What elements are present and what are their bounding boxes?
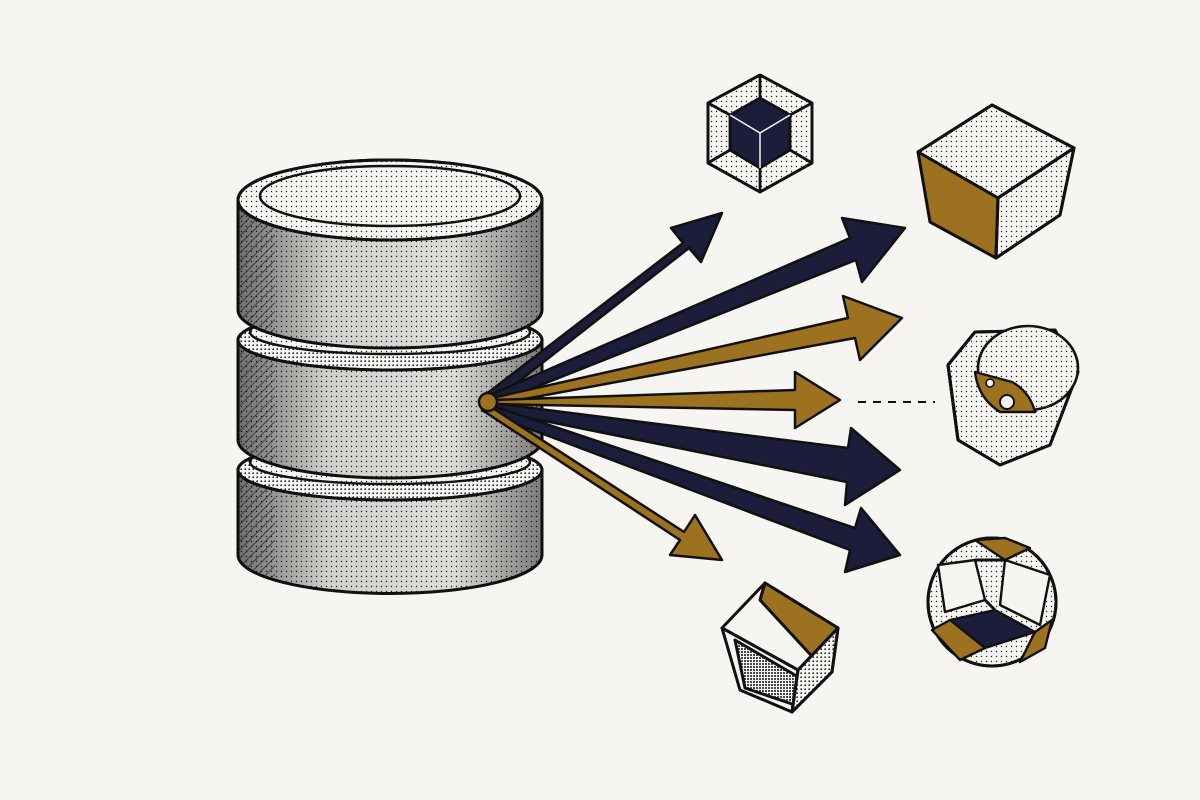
arrow-ochre-1 bbox=[490, 294, 904, 406]
hexagonal-cube-icon bbox=[706, 73, 814, 194]
arrow-navy-1 bbox=[483, 211, 724, 402]
faceted-sphere-icon bbox=[926, 536, 1058, 668]
arrow-ochre-3 bbox=[480, 403, 724, 562]
arrow-navy-2 bbox=[488, 216, 907, 404]
arrow-fan bbox=[480, 211, 907, 574]
tilted-cube-icon bbox=[720, 581, 840, 714]
arrow-ochre-2 bbox=[490, 370, 842, 430]
arrow-navy-4 bbox=[483, 403, 902, 574]
isometric-cube-icon bbox=[916, 103, 1076, 260]
arrow-navy-3 bbox=[488, 401, 902, 507]
database-cylinder-icon bbox=[236, 158, 544, 595]
cylinder-cube-icon bbox=[946, 324, 1080, 467]
emitter-point-icon bbox=[477, 391, 499, 413]
